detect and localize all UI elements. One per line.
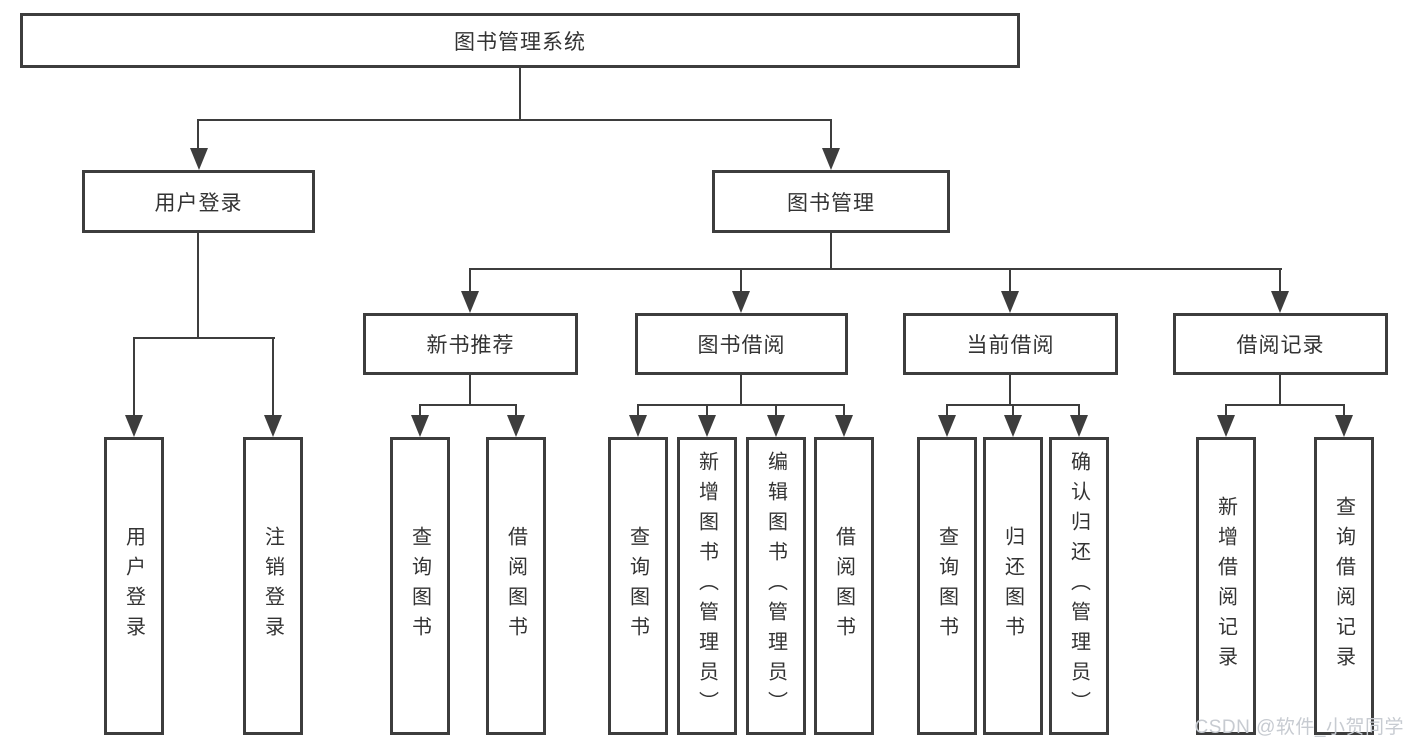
connector-line [197, 119, 199, 153]
arrow-down-icon [698, 415, 716, 437]
arrow-down-icon [190, 148, 208, 170]
connector-line [843, 404, 845, 418]
connector-line [1009, 268, 1011, 293]
connector-line [1012, 404, 1014, 418]
arrow-down-icon [1001, 291, 1019, 313]
connector-line [1225, 404, 1345, 406]
connector-line [133, 337, 275, 339]
connector-line [830, 233, 832, 270]
connector-line [1078, 404, 1080, 418]
node-current-borrowing: 当前借阅 [903, 313, 1118, 375]
arrow-down-icon [1217, 415, 1235, 437]
node-confirm-return-admin: 确认归还（管理员） [1049, 437, 1109, 735]
node-add-borrow-record: 新增借阅记录 [1196, 437, 1256, 735]
node-user-login-leaf: 用户登录 [104, 437, 164, 735]
node-query-borrow-record: 查询借阅记录 [1314, 437, 1374, 735]
connector-line [775, 404, 777, 418]
arrow-down-icon [1271, 291, 1289, 313]
connector-line [1343, 404, 1345, 418]
node-return-books: 归还图书 [983, 437, 1043, 735]
node-add-books-admin: 新增图书（管理员） [677, 437, 737, 735]
connector-line [197, 233, 199, 339]
connector-line [637, 404, 845, 406]
node-borrow-books-recommend: 借阅图书 [486, 437, 546, 735]
arrow-down-icon [732, 291, 750, 313]
arrow-down-icon [125, 415, 143, 437]
connector-line [1279, 268, 1281, 293]
node-library-system-root: 图书管理系统 [20, 13, 1020, 68]
node-new-book-recommendation: 新书推荐 [363, 313, 578, 375]
arrow-down-icon [938, 415, 956, 437]
connector-line [706, 404, 708, 418]
arrow-down-icon [264, 415, 282, 437]
arrow-down-icon [507, 415, 525, 437]
connector-line [469, 268, 1282, 270]
node-edit-books-admin: 编辑图书（管理员） [746, 437, 806, 735]
node-query-books-current: 查询图书 [917, 437, 977, 735]
connector-line [519, 68, 521, 120]
connector-line [469, 268, 471, 293]
arrow-down-icon [1070, 415, 1088, 437]
connector-line [1279, 375, 1281, 406]
connector-line [419, 404, 517, 406]
arrow-down-icon [822, 148, 840, 170]
node-borrow-books-leaf: 借阅图书 [814, 437, 874, 735]
connector-line [272, 337, 274, 417]
node-borrowing-records: 借阅记录 [1173, 313, 1388, 375]
connector-line [740, 375, 742, 406]
node-logout-leaf: 注销登录 [243, 437, 303, 735]
connector-line [469, 375, 471, 406]
connector-line [946, 404, 948, 418]
arrow-down-icon [411, 415, 429, 437]
node-book-borrowing: 图书借阅 [635, 313, 848, 375]
arrow-down-icon [1335, 415, 1353, 437]
node-user-login: 用户登录 [82, 170, 315, 233]
connector-line [197, 119, 832, 121]
connector-line [830, 119, 832, 153]
connector-line [1225, 404, 1227, 418]
node-query-books-borrowing: 查询图书 [608, 437, 668, 735]
arrow-down-icon [1004, 415, 1022, 437]
arrow-down-icon [629, 415, 647, 437]
connector-line [133, 337, 135, 417]
node-book-management: 图书管理 [712, 170, 950, 233]
arrow-down-icon [835, 415, 853, 437]
connector-line [515, 404, 517, 418]
node-query-books-recommend: 查询图书 [390, 437, 450, 735]
connector-line [740, 268, 742, 293]
connector-line [419, 404, 421, 418]
arrow-down-icon [461, 291, 479, 313]
connector-line [1009, 375, 1011, 406]
arrow-down-icon [767, 415, 785, 437]
csdn-watermark: CSDN @软件_小贺同学 [1194, 717, 1404, 738]
connector-line [637, 404, 639, 418]
